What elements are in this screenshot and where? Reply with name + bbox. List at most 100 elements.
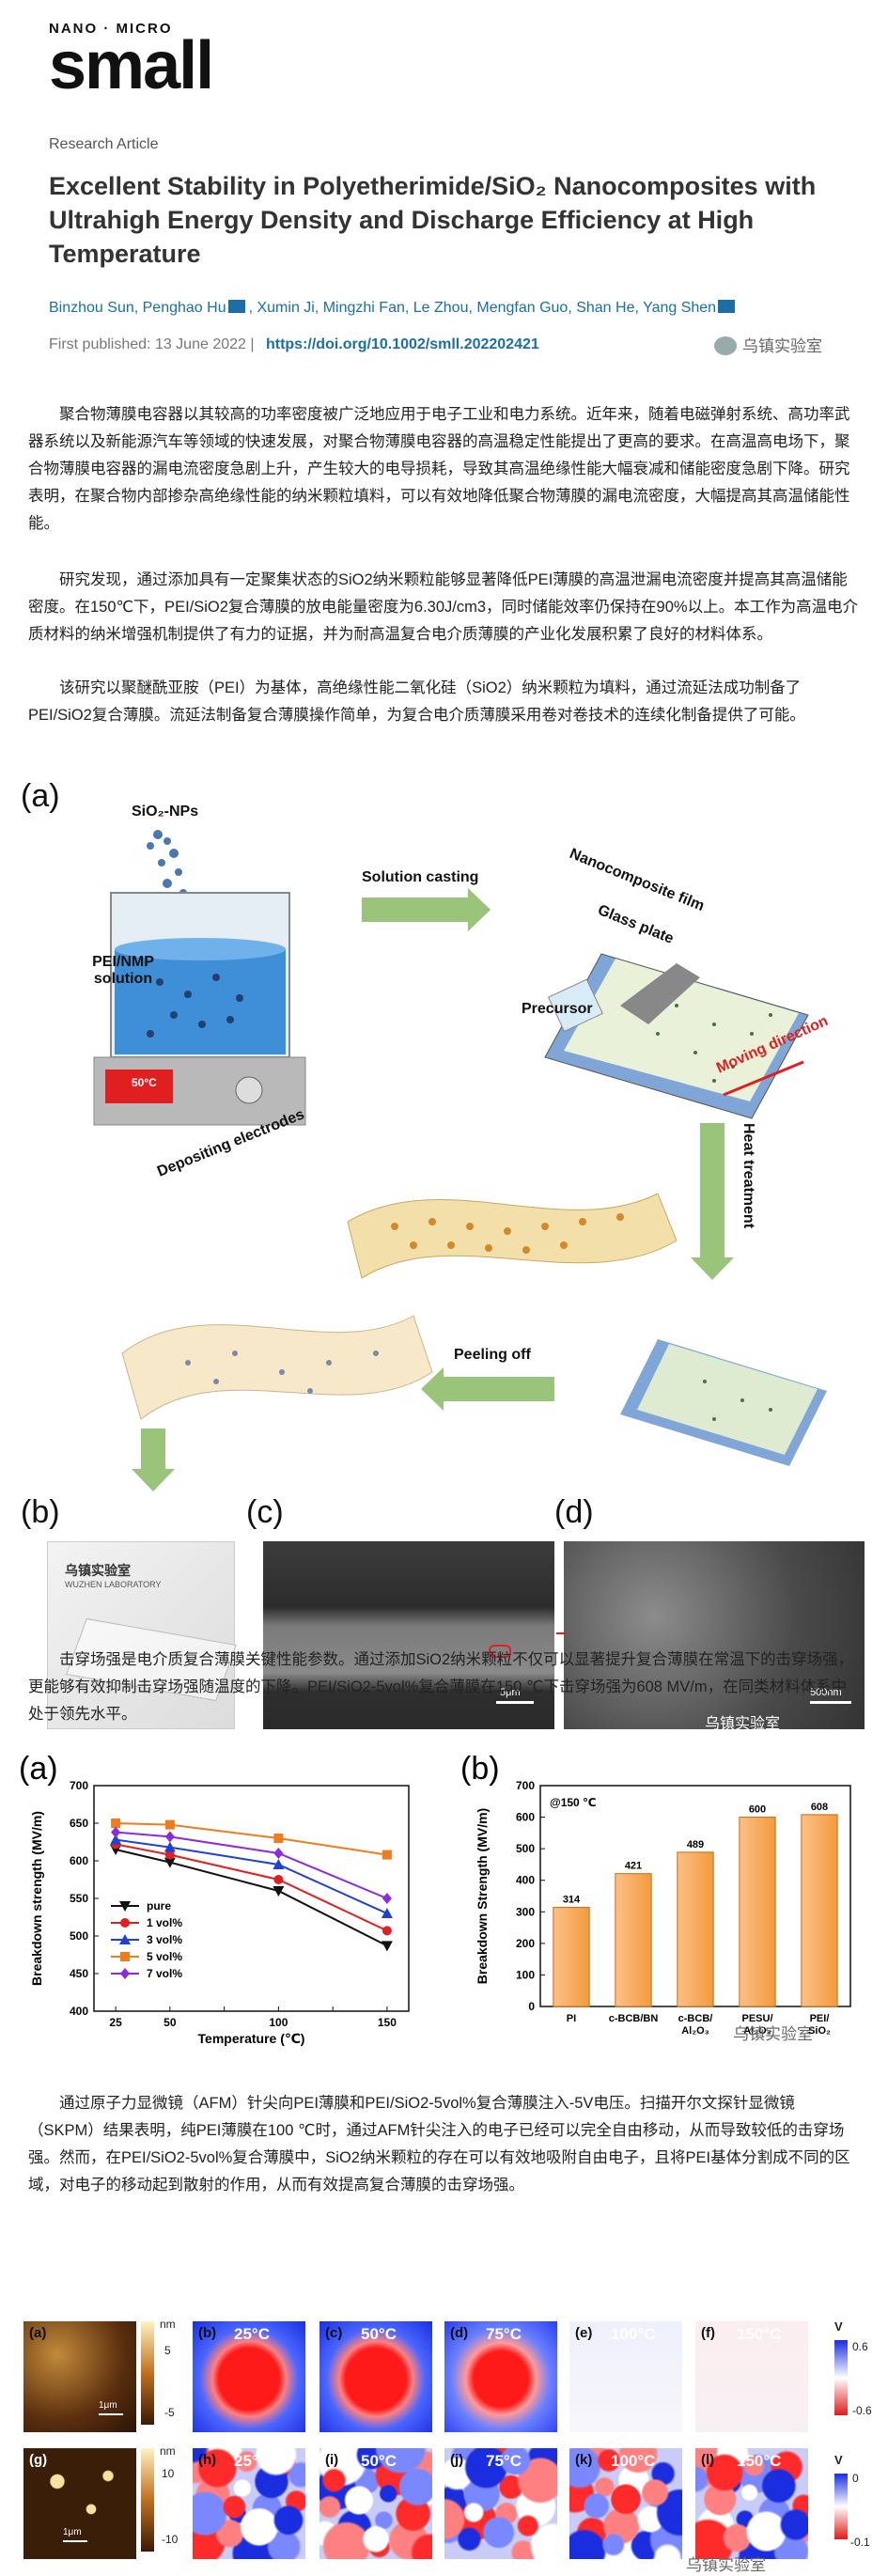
watermark: 乌镇实验室 bbox=[714, 333, 822, 356]
scale-bar bbox=[63, 2540, 87, 2542]
journal-subtitle: NANO · MICRO bbox=[49, 21, 173, 37]
y-axis-label: Breakdown strength (MV/m) bbox=[29, 1811, 44, 1986]
author-list: Binzhou Sun, Penghao Hu, Xumin Ji, Mingz… bbox=[49, 297, 857, 320]
x-tick-label: PI bbox=[567, 2013, 576, 2024]
kpfm-pei-tile: (b)25°C bbox=[193, 2321, 305, 2432]
x-tick-label: Al₂O₃ bbox=[681, 2025, 709, 2037]
solution-casting-label: Solution casting bbox=[362, 869, 479, 885]
casting-stage bbox=[544, 953, 809, 1119]
peel-arrow bbox=[421, 1367, 554, 1411]
potential-colorbar-top bbox=[834, 2340, 848, 2415]
tile-temperature: 100°C bbox=[611, 2452, 656, 2470]
publication-info: First published: 13 June 2022 | https://… bbox=[49, 336, 539, 352]
tile-temperature: 25°C bbox=[234, 2452, 270, 2470]
data-point bbox=[119, 1901, 131, 1912]
fabrication-schematic: 50°C bbox=[93, 830, 827, 1466]
article-type: Research Article bbox=[49, 136, 159, 152]
data-point bbox=[273, 1834, 284, 1843]
authors-part-b[interactable]: Xumin Ji, Mingzhi Fan, Le Zhou, Mengfan … bbox=[257, 300, 717, 316]
x-axis-label: Temperature (℃) bbox=[198, 2031, 305, 2046]
data-point bbox=[120, 1968, 130, 1979]
tile-temperature: 75°C bbox=[486, 2452, 522, 2470]
data-point bbox=[119, 1934, 131, 1944]
series-pure bbox=[110, 1845, 393, 1952]
y-tick-label: 500 bbox=[516, 1842, 535, 1855]
data-point bbox=[382, 1850, 392, 1860]
legend-label: 3 vol% bbox=[147, 1933, 182, 1946]
data-point bbox=[111, 1819, 121, 1828]
data-point bbox=[110, 1834, 122, 1845]
x-tick-label: 100 bbox=[269, 2016, 288, 2029]
data-point bbox=[273, 1875, 284, 1884]
deposit-arrow bbox=[132, 1429, 175, 1491]
watermark-charts: 乌镇实验室 bbox=[733, 2025, 813, 2043]
legend-label: 5 vol% bbox=[147, 1950, 182, 1963]
series-3-vol% bbox=[110, 1834, 393, 1918]
x-tick-label: PEI/ bbox=[810, 2013, 830, 2024]
series-7-vol% bbox=[111, 1826, 392, 1904]
paragraph-breakdown: 击穿场强是电介质复合薄膜关键性能参数。通过添加SiO2纳米颗粒不仅可以显著提升复… bbox=[28, 1651, 854, 1723]
scale-bar-d bbox=[810, 1701, 851, 1704]
x-tick-label: 150 bbox=[378, 2016, 397, 2029]
series-5-vol% bbox=[111, 1819, 392, 1860]
potential-max-top: 0.6 bbox=[852, 2340, 868, 2353]
data-point bbox=[273, 1848, 284, 1859]
scale-label: 1μm bbox=[63, 2527, 82, 2537]
series-line bbox=[115, 1849, 388, 1947]
y-tick-label: 450 bbox=[70, 1967, 88, 1980]
x-tick-label: 50 bbox=[164, 2016, 177, 2029]
paragraph-findings: 研究发现，通过添加具有一定聚集状态的SiO2纳米颗粒能够显著降低PEI薄膜的高温… bbox=[28, 571, 859, 643]
tile-label: (d) bbox=[450, 2325, 469, 2341]
data-point bbox=[382, 1926, 392, 1936]
tile-label: (f) bbox=[701, 2325, 715, 2341]
y-tick-label: 500 bbox=[70, 1929, 88, 1943]
scale-label-d: 500nm bbox=[810, 1687, 842, 1698]
heat-treatment-label: Heat treatment bbox=[740, 1123, 756, 1229]
tile-label: (l) bbox=[701, 2452, 715, 2468]
doi-link[interactable]: https://doi.org/10.1002/smll.202202421 bbox=[265, 336, 539, 352]
chart-label: (b) bbox=[460, 1753, 500, 1787]
y-tick-label: 400 bbox=[516, 1874, 535, 1887]
email-icon[interactable] bbox=[718, 300, 736, 313]
bar-value-label: 314 bbox=[563, 1895, 581, 1906]
legend-label: 7 vol% bbox=[147, 1967, 182, 1980]
tile-temperature: 50°C bbox=[361, 2325, 397, 2343]
chart-breakdown-comparison: (b)@150 ℃0100200300400500600700Breakdown… bbox=[460, 1753, 851, 2037]
authors-part-a[interactable]: Binzhou Sun, Penghao Hu bbox=[49, 300, 226, 316]
sio2-label: SiO₂-NPs bbox=[132, 804, 199, 820]
heat-arrow bbox=[691, 1123, 734, 1280]
height-max-bottom: 10 bbox=[162, 2467, 175, 2480]
moving-direction-arrow bbox=[723, 1060, 804, 1097]
kpfm-figure: (a) 1μm nm 5 -5 (b)25°C(c)50°C(d)75°C(e)… bbox=[0, 2312, 888, 2576]
y-tick-label: 650 bbox=[70, 1817, 88, 1830]
annotation: @150 ℃ bbox=[550, 1796, 597, 1809]
email-icon[interactable] bbox=[227, 300, 245, 313]
watermark-text: 乌镇实验室 bbox=[742, 337, 822, 355]
series-line bbox=[116, 1831, 388, 1899]
pei-nmp-label: PEI/NMP solution bbox=[92, 954, 154, 987]
fig-label-c: (c) bbox=[246, 1494, 284, 1530]
data-point bbox=[273, 1886, 285, 1897]
bar bbox=[739, 1817, 776, 2007]
afm-topography-composite: (g) 1μm bbox=[23, 2448, 136, 2559]
scale-label: 1μm bbox=[99, 2400, 117, 2411]
y-tick-label: 0 bbox=[528, 2000, 535, 2013]
height-max-top: 5 bbox=[164, 2344, 171, 2357]
y-tick-label: 600 bbox=[70, 1854, 88, 1867]
paragraph-kpfm: 通过原子力显微镜（AFM）针尖向PEI薄膜和PEI/SiO2-5vol%复合薄膜… bbox=[28, 2095, 850, 2194]
y-tick-label: 100 bbox=[516, 1968, 535, 1981]
x-tick-label: PESU/ bbox=[741, 2013, 772, 2024]
tile-temperature: 75°C bbox=[486, 2325, 522, 2343]
legend-label: pure bbox=[147, 1899, 171, 1912]
y-tick-label: 700 bbox=[516, 1779, 535, 1792]
tile-label: (i) bbox=[325, 2452, 339, 2468]
tile-temperature: 100°C bbox=[611, 2325, 656, 2343]
watermark-fig1: 乌镇实验室 bbox=[705, 1714, 781, 1732]
data-point bbox=[164, 1831, 175, 1843]
plot-frame bbox=[93, 1785, 410, 2012]
data-point bbox=[111, 1826, 121, 1838]
kpfm-pei-tile: (f)150°C bbox=[695, 2321, 808, 2432]
heater-temp: 50°C bbox=[132, 1076, 157, 1089]
